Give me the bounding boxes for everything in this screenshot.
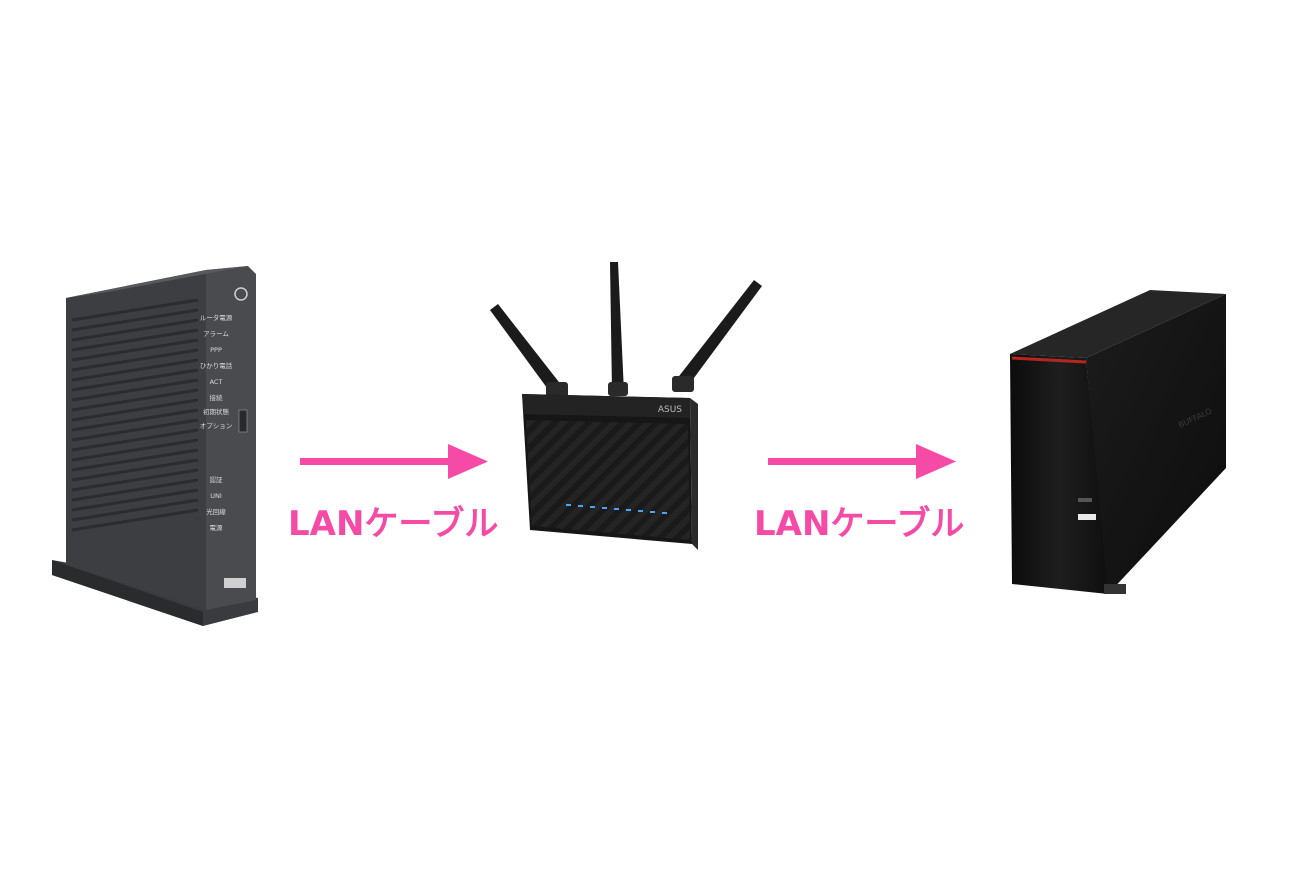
onu-led-label: UNI xyxy=(210,492,222,500)
onu-led-label: 認証 xyxy=(210,475,224,484)
onu-modem-device: ルータ電源 アラーム PPP ひかり電話 ACT 接続 初期状態 オプション 認… xyxy=(52,266,258,626)
onu-led-label: 初期状態 xyxy=(203,407,230,416)
onu-led-label: 接続 xyxy=(210,393,224,402)
lan-cable-label-1: LANケーブル xyxy=(288,504,499,544)
onu-led-label: PPP xyxy=(210,346,222,354)
arrow-shaft xyxy=(300,458,450,465)
onu-led-label: オプション xyxy=(200,422,233,430)
arrow-router-to-nas xyxy=(768,444,956,479)
onu-led-label: ACT xyxy=(210,378,223,386)
onu-led-label: ルータ電源 xyxy=(200,313,233,322)
arrow-shaft xyxy=(768,458,918,465)
lan-cable-label-2: LANケーブル xyxy=(754,504,965,544)
arrow-onu-to-router xyxy=(300,444,488,479)
arrow-head xyxy=(448,444,488,479)
onu-led-label: アラーム xyxy=(203,330,229,338)
nas-storage-device: BUFFALO xyxy=(1010,290,1226,594)
onu-led-label: 光回線 xyxy=(206,507,226,516)
wireless-router-device: ASUS xyxy=(490,262,762,550)
router-brand-label: ASUS xyxy=(658,405,682,415)
onu-led-label: 電源 xyxy=(210,523,224,532)
nas-status-light xyxy=(1078,514,1096,520)
arrow-head xyxy=(916,444,956,479)
onu-led-label: ひかり電話 xyxy=(200,361,233,370)
